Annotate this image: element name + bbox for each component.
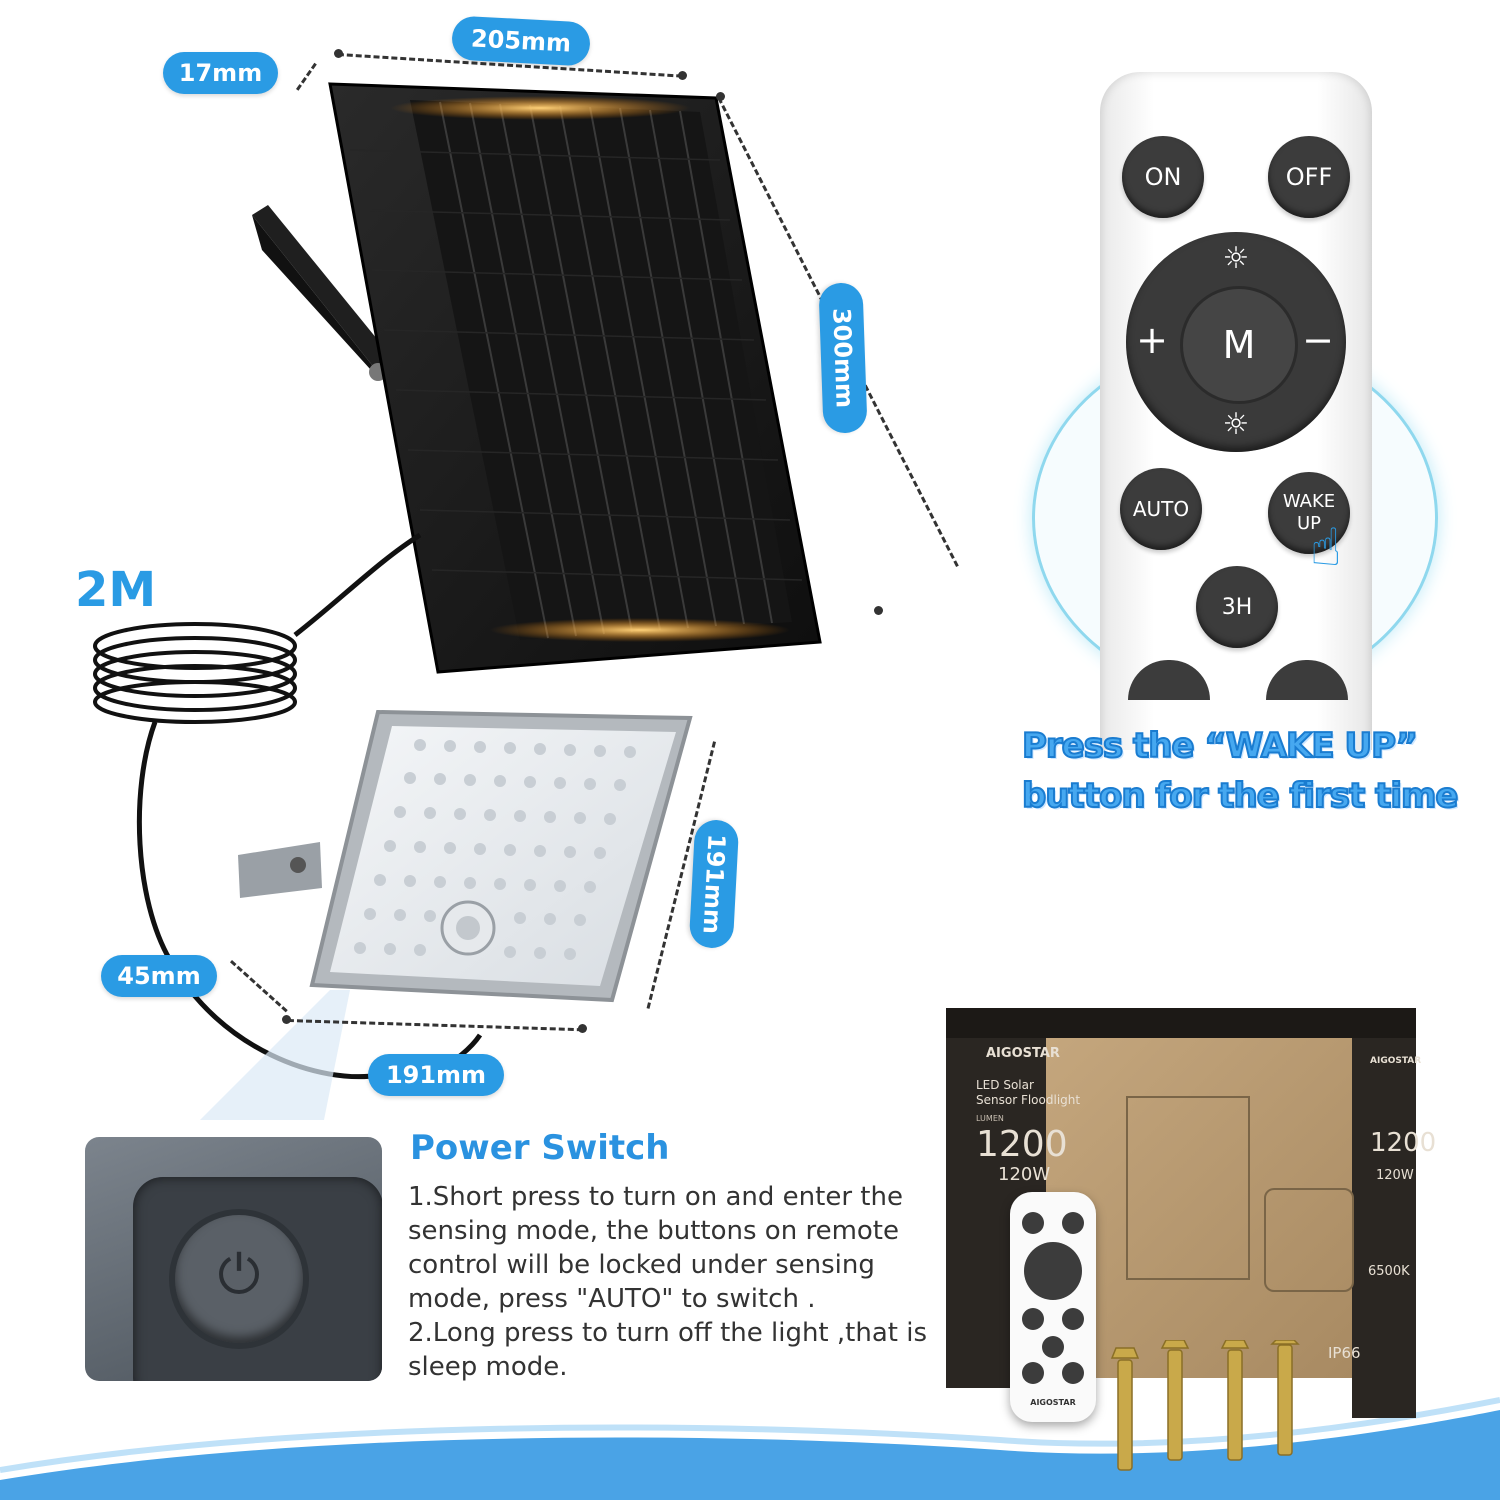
box-product-name-1: LED Solar bbox=[976, 1078, 1034, 1092]
box-ip-rating: IP66 bbox=[1328, 1344, 1361, 1362]
box-top-lid bbox=[946, 1008, 1416, 1038]
brightness-up-icon[interactable]: ☼ bbox=[1222, 241, 1250, 276]
mini-off-button bbox=[1062, 1212, 1084, 1234]
plus-button[interactable]: + bbox=[1136, 318, 1168, 362]
power-switch-paragraph-1: 1.Short press to turn on and enter the s… bbox=[408, 1182, 903, 1314]
box-lamp-graphic bbox=[1264, 1188, 1354, 1292]
instruction-line-2: button for the first time bbox=[1021, 775, 1459, 817]
mini-on-button bbox=[1022, 1212, 1044, 1234]
box-product-name-2: Sensor Floodlight bbox=[976, 1093, 1081, 1107]
panel-thickness-label: 17mm bbox=[163, 52, 278, 94]
auto-button[interactable]: AUTO bbox=[1120, 468, 1202, 550]
box-side-panel bbox=[1352, 1028, 1416, 1418]
cable-length-label: 2M bbox=[75, 562, 157, 618]
box-cardboard-face bbox=[1046, 1038, 1356, 1378]
power-switch-photo: ⏻ bbox=[85, 1137, 382, 1381]
mini-remote-brand: AIGOSTAR bbox=[1030, 1398, 1076, 1407]
on-button[interactable]: ON bbox=[1122, 136, 1204, 218]
power-icon: ⏻ bbox=[217, 1243, 261, 1306]
dimension-endpoint bbox=[282, 1015, 291, 1024]
three-hour-button[interactable]: 3H bbox=[1196, 566, 1278, 648]
bottom-wave-decoration bbox=[0, 1397, 1500, 1500]
lamp-depth-label: 45mm bbox=[101, 955, 217, 997]
mini-auto-button bbox=[1022, 1308, 1044, 1330]
box-brand: AIGOSTAR bbox=[986, 1046, 1060, 1061]
mini-3h-button bbox=[1042, 1336, 1064, 1358]
dimension-endpoint bbox=[874, 606, 883, 615]
mini-wake-button bbox=[1062, 1308, 1084, 1330]
solar-panel-illustration bbox=[93, 82, 822, 1120]
panel-height-label: 300mm bbox=[818, 282, 868, 434]
box-lumen-value: 1200 bbox=[976, 1124, 1068, 1165]
expansion-screws bbox=[1110, 1340, 1300, 1471]
power-switch-paragraph-2: 2.Long press to turn off the light ,that… bbox=[408, 1318, 927, 1382]
minus-button[interactable]: − bbox=[1302, 318, 1334, 362]
mini-8h-button bbox=[1062, 1362, 1084, 1384]
off-button[interactable]: OFF bbox=[1268, 136, 1350, 218]
mini-remote: AIGOSTAR bbox=[1010, 1192, 1096, 1422]
mini-dpad bbox=[1024, 1242, 1082, 1300]
brightness-down-icon[interactable]: ☼ bbox=[1222, 407, 1250, 442]
lamp-width-label: 191mm bbox=[368, 1054, 504, 1096]
lamp-height-label: 191mm bbox=[688, 818, 740, 950]
dimension-endpoint bbox=[334, 49, 343, 58]
box-side-brand: AIGOSTAR bbox=[1370, 1056, 1422, 1066]
hand-pointer-icon: ☝ bbox=[1310, 518, 1342, 578]
power-button[interactable]: ⏻ bbox=[175, 1215, 303, 1343]
mode-button[interactable]: M bbox=[1180, 286, 1298, 404]
panel-width-label: 205mm bbox=[450, 15, 592, 67]
box-side-lumen: 1200 bbox=[1370, 1128, 1437, 1158]
box-wattage: 120W bbox=[998, 1164, 1051, 1185]
power-switch-description: 1.Short press to turn on and enter the s… bbox=[408, 1180, 928, 1384]
box-color-temp: 6500K bbox=[1368, 1264, 1410, 1279]
box-floodlight-graphic bbox=[1126, 1096, 1250, 1280]
instruction-line-1: Press the “WAKE UP” bbox=[1021, 725, 1419, 767]
dimension-endpoint bbox=[678, 71, 687, 80]
box-lumen-label: LUMEN bbox=[976, 1114, 1004, 1123]
mini-5h-button bbox=[1022, 1362, 1044, 1384]
dimension-endpoint bbox=[716, 92, 725, 101]
power-switch-title: Power Switch bbox=[410, 1128, 670, 1168]
dimension-endpoint bbox=[578, 1024, 587, 1033]
wake-up-button[interactable]: WAKE UP bbox=[1268, 472, 1350, 554]
box-side-wattage: 120W bbox=[1376, 1168, 1414, 1183]
